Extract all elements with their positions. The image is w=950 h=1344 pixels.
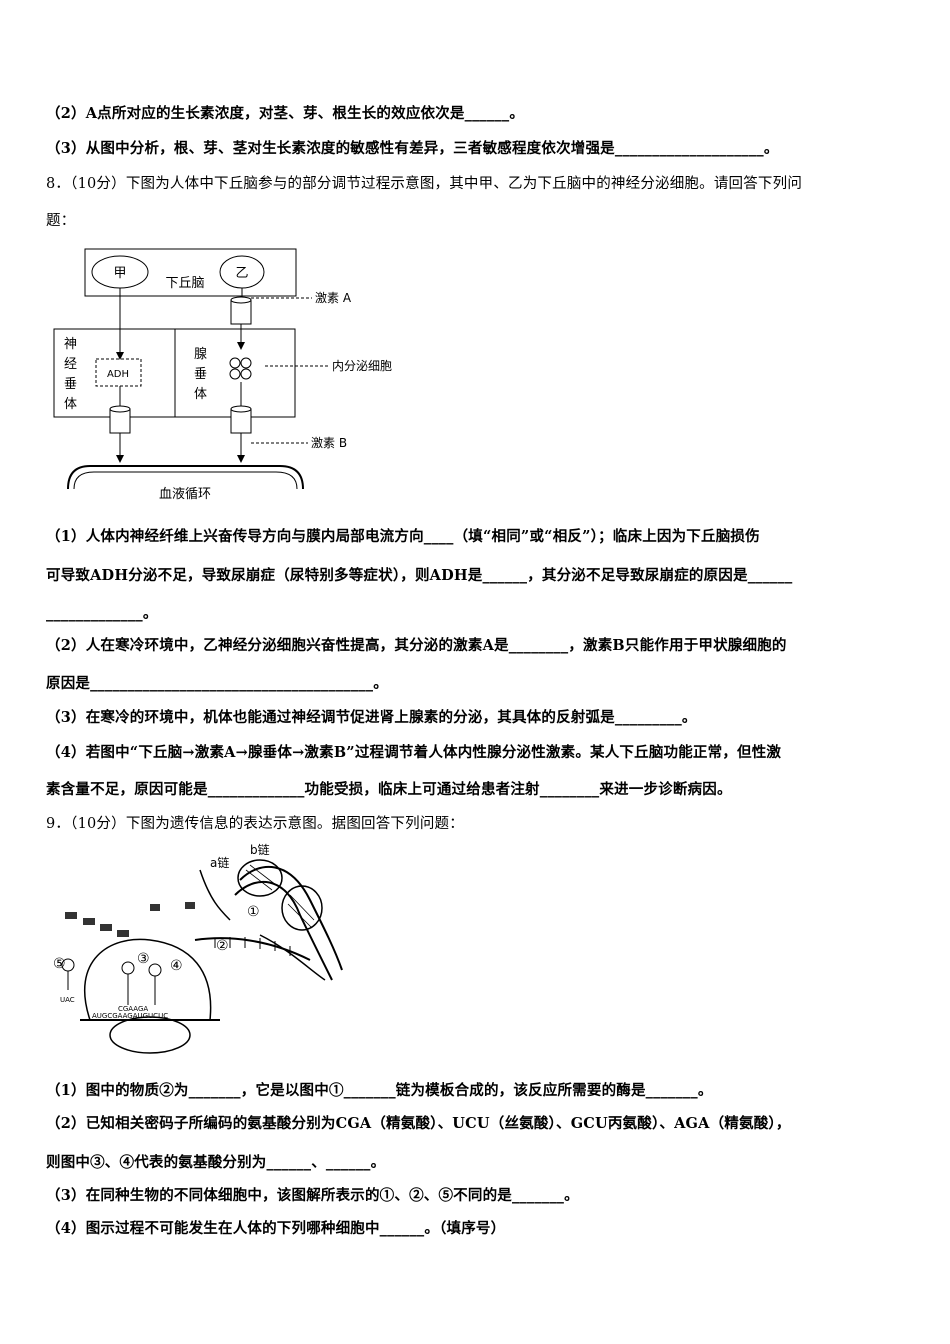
q8-part2-line1: （2）人在寒冷环境中，乙神经分泌细胞兴奋性提高，其分泌的激素A是________… — [46, 637, 787, 654]
q8-part1-line1: （1）人体内神经纤维上兴奋传导方向与膜内局部电流方向____（填“相同”或“相反… — [46, 528, 760, 545]
q7-part2: （2）A点所对应的生长素浓度，对茎、芽、根生长的效应依次是______。 — [46, 105, 525, 122]
label-4: ④ — [170, 958, 183, 974]
q8-part1-line2: 可导致ADH分泌不足，导致尿崩症（尿特别多等症状），则ADH是______，其分… — [46, 567, 793, 584]
hypothalamus-label: 下丘脑 — [165, 276, 204, 291]
label-3: ③ — [137, 951, 150, 967]
a-chain-label: a链 — [210, 855, 229, 870]
b-chain-label: b链 — [250, 842, 270, 857]
q8-part4-line1: （4）若图中“下丘脑→激素A→腺垂体→激素B”过程调节着人体内性腺分泌性激素。某… — [46, 744, 782, 761]
q7-part3: （3）从图中分析，根、芽、茎对生长素浓度的敏感性有差异，三者敏感程度依次增强是_… — [46, 140, 779, 157]
label-1: ① — [247, 904, 260, 920]
q9-part2-line2: 则图中③、④代表的氨基酸分别为______、______。 — [46, 1154, 386, 1171]
cell-jia-label: 甲 — [113, 266, 126, 281]
q8-part4-line2: 素含量不足，原因可能是_____________功能受损，临床上可通过给患者注射… — [46, 781, 732, 798]
mrna-sequence: AUGCGAAGAUGUCUC — [92, 1012, 168, 1020]
jing-label: 经 — [64, 357, 77, 372]
chui-label: 垂 — [64, 377, 77, 392]
shen-label: 神 — [64, 337, 77, 352]
q8-part3: （3）在寒冷的环境中，机体也能通过神经调节促进肾上腺素的分泌，其具体的反射弧是_… — [46, 709, 697, 726]
blood-circulation-label: 血液循环 — [159, 487, 211, 502]
hormone-b-label: 激素 B — [311, 436, 347, 450]
xian-label: 腺 — [194, 347, 207, 362]
ti-label: 体 — [64, 397, 77, 412]
q9-part4: （4）图示过程不可能发生在人体的下列哪种细胞中______。（填序号） — [46, 1220, 506, 1237]
uac-label: UAC — [60, 996, 75, 1004]
label-5: ⑤ — [53, 956, 66, 972]
q8-stem-cont: 题： — [46, 213, 76, 229]
chui2-label: 垂 — [194, 367, 207, 382]
q8-stem: 8．（10分）下图为人体中下丘脑参与的部分调节过程示意图，其中甲、乙为下丘脑中的… — [46, 176, 803, 192]
cgaaga-label: CGAAGA — [118, 1005, 148, 1013]
adh-label: ADH — [107, 369, 129, 380]
endocrine-cell-label: 内分泌细胞 — [332, 359, 392, 373]
q9-stem: 9．（10分）下图为遗传信息的表达示意图。据图回答下列问题： — [46, 816, 464, 832]
label-2: ② — [216, 938, 229, 954]
q8-part1-line3: _____________。 — [46, 605, 158, 622]
cell-yi-label: 乙 — [235, 266, 248, 281]
q9-part2-line1: （2）已知相关密码子所编码的氨基酸分别为CGA（精氨酸）、UCU（丝氨酸）、GC… — [46, 1115, 791, 1132]
ti2-label: 体 — [194, 387, 207, 402]
q8-part2-line2: 原因是_____________________________________… — [46, 675, 388, 692]
gene-expression-diagram: b链 a链 ① ② ⑤ ③ ④ UAC CGAAGA AUGCGAAGAUGUC… — [53, 842, 343, 1054]
hormone-a-label: 激素 A — [315, 291, 352, 305]
hypothalamus-diagram: 甲 乙 下丘脑 激素 A 神 经 垂 体 腺 垂 体 ADH 内分泌细胞 激素 … — [53, 248, 392, 502]
q9-part3: （3）在同种生物的不同体细胞中，该图解所表示的①、②、⑤不同的是_______。 — [46, 1187, 579, 1204]
q9-part1: （1）图中的物质②为_______，它是以图中①_______链为模板合成的，该… — [46, 1082, 713, 1099]
